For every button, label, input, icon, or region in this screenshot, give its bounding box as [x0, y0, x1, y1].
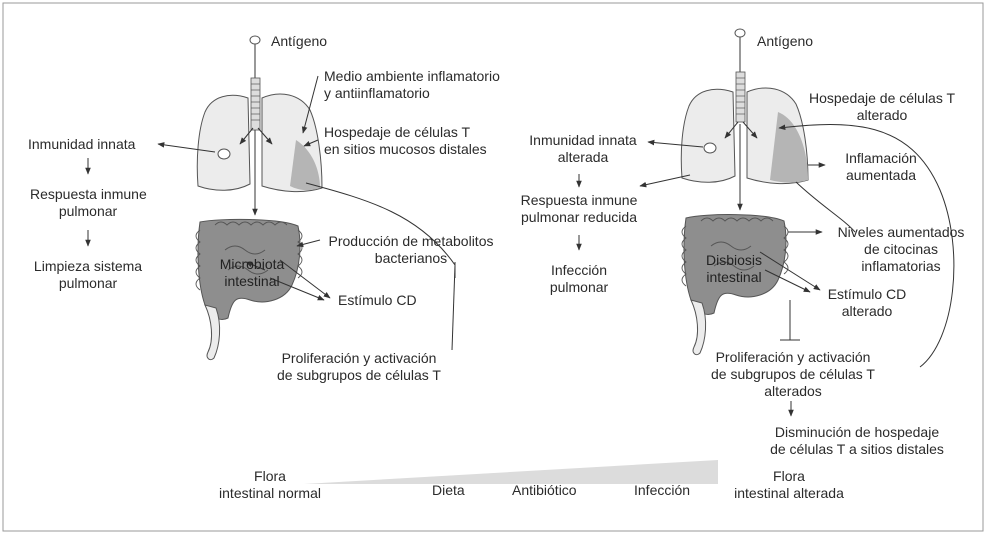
- left-organs: [196, 36, 322, 360]
- left-trachea: [251, 78, 260, 130]
- infection-label: Infección: [634, 482, 690, 499]
- right-lung-lesion: [704, 143, 716, 153]
- left-dc-stimulus-label: Estímulo CD: [338, 292, 417, 309]
- left-lung-left: [197, 95, 250, 190]
- left-innate-immunity-label: Inmunidad innata: [28, 136, 135, 153]
- gradient-wedge: [304, 460, 718, 484]
- left-antigen-label: Antígeno: [271, 33, 327, 50]
- left-lung-lesion: [218, 149, 230, 159]
- right-antigen-icon: [735, 29, 745, 37]
- right-trachea: [736, 72, 745, 122]
- left-antigen-icon: [250, 36, 260, 44]
- right-antigen-label: Antígeno: [757, 33, 813, 50]
- right-organs: [681, 29, 808, 355]
- antibiotic-label: Antibiótico: [512, 482, 577, 499]
- diet-label: Dieta: [432, 482, 465, 499]
